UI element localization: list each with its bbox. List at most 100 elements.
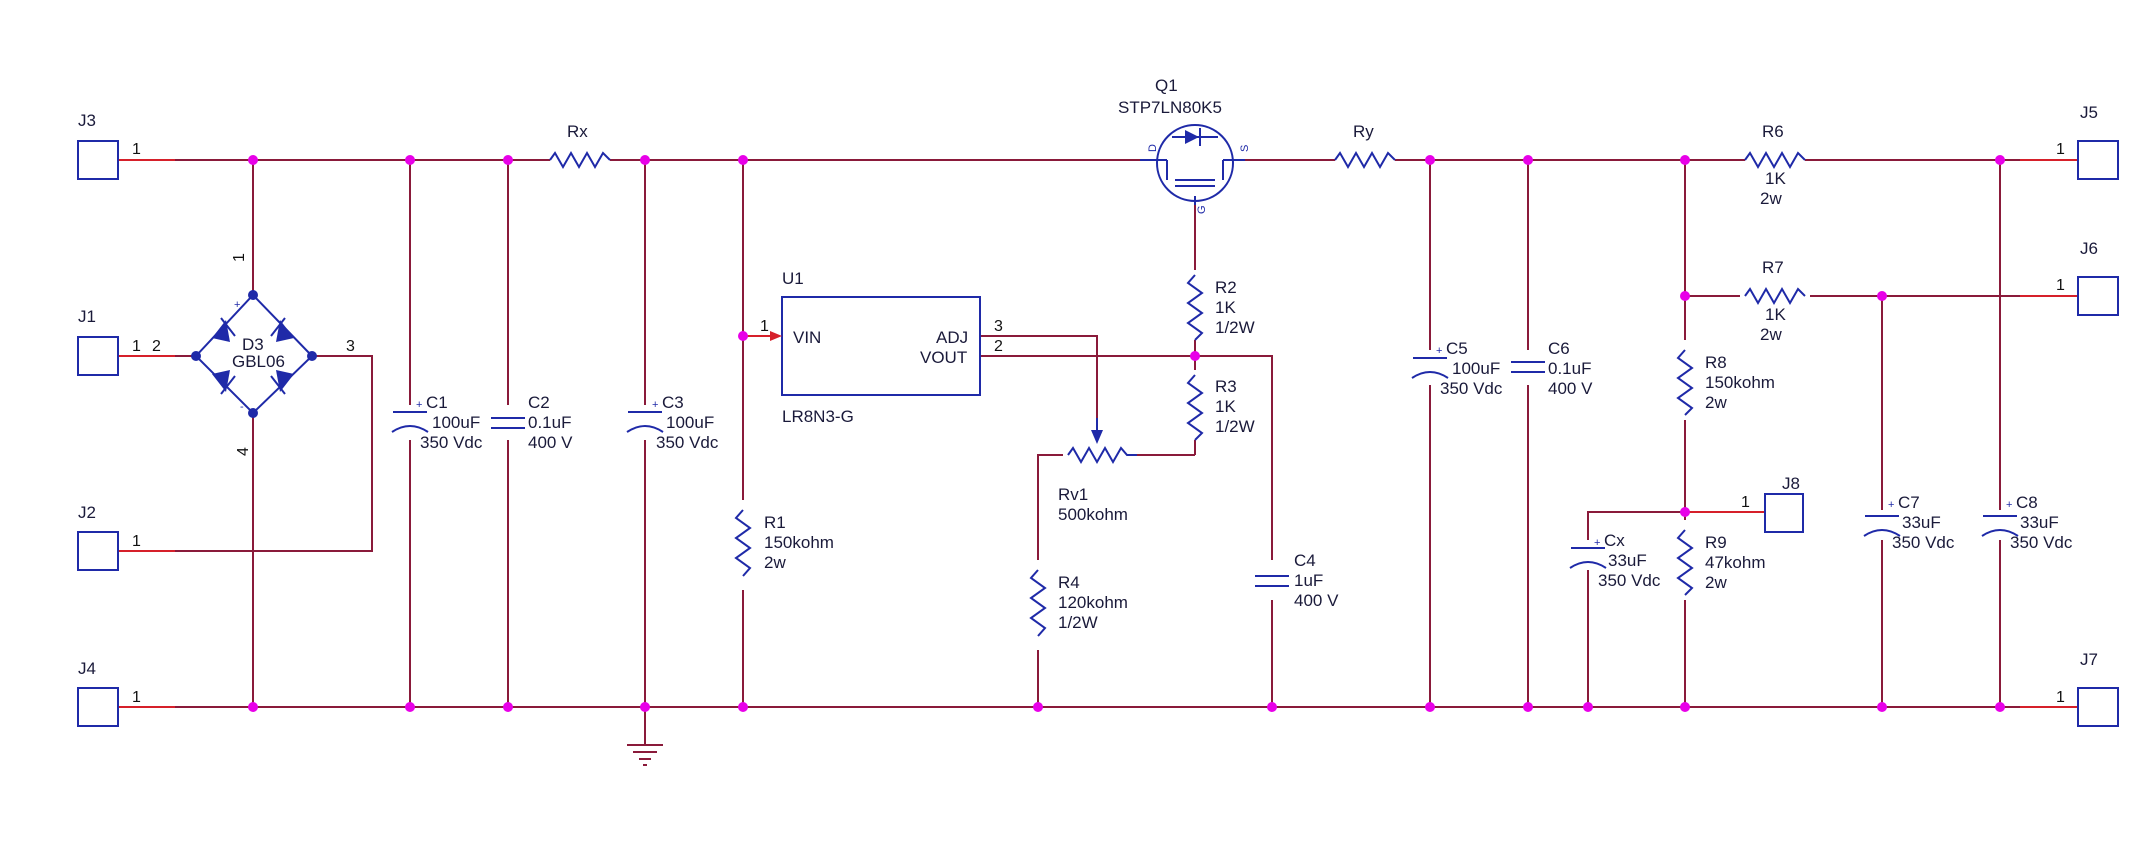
svg-text:47kohm: 47kohm (1705, 553, 1765, 572)
svg-text:33uF: 33uF (1902, 513, 1941, 532)
svg-text:1: 1 (2056, 277, 2065, 294)
junction-dot (1033, 702, 1043, 712)
connector-J8[interactable]: J8 1 (1741, 474, 1804, 533)
capacitor-Cx[interactable]: + Cx 33uF 350 Vdc (1569, 531, 1661, 590)
junction-dot (1680, 155, 1690, 165)
connector-J5[interactable]: J5 1 (2056, 103, 2119, 180)
svg-text:1uF: 1uF (1294, 571, 1323, 590)
svg-text:-: - (240, 401, 244, 413)
capacitor-C2[interactable]: C2 0.1uF 400 V (491, 393, 573, 452)
junction-dot (503, 155, 513, 165)
capacitor-C5[interactable]: + C5 100uF 350 Vdc (1411, 339, 1503, 398)
svg-text:4: 4 (235, 447, 252, 456)
junction-dot (1523, 155, 1533, 165)
svg-text:100uF: 100uF (432, 413, 480, 432)
svg-text:1: 1 (132, 141, 141, 158)
svg-text:3: 3 (346, 338, 355, 355)
mosfet-Q1[interactable]: Q1 STP7LN80K5 D S G (1118, 76, 1251, 214)
svg-text:J4: J4 (78, 659, 96, 678)
svg-text:1K: 1K (1765, 305, 1786, 324)
svg-text:R2: R2 (1215, 278, 1237, 297)
resistor-R4[interactable]: R4 120kohm 1/2W (1029, 569, 1128, 637)
svg-text:2w: 2w (1705, 573, 1727, 592)
connector-J7[interactable]: J7 1 (2056, 650, 2119, 727)
svg-text:+: + (1594, 537, 1600, 549)
svg-text:Cx: Cx (1604, 531, 1625, 550)
resistor-Rx[interactable]: Rx (549, 122, 611, 170)
svg-text:3: 3 (994, 318, 1003, 335)
svg-text:+: + (652, 399, 658, 411)
junction-dot (405, 702, 415, 712)
connector-J2[interactable]: J2 1 (77, 503, 141, 571)
potentiometer-Rv1[interactable]: Rv1 500kohm (1058, 418, 1137, 524)
svg-text:1: 1 (132, 533, 141, 550)
bridge-rectifier-D3[interactable]: D3 GBL06 1 2 3 4 + - (152, 253, 355, 456)
junction-dot (1583, 702, 1593, 712)
svg-text:VOUT: VOUT (920, 348, 967, 367)
svg-text:350 Vdc: 350 Vdc (420, 433, 483, 452)
junction-dot (640, 155, 650, 165)
capacitor-C8[interactable]: + C8 33uF 350 Vdc (1981, 493, 2073, 552)
svg-text:0.1uF: 0.1uF (528, 413, 571, 432)
svg-text:ADJ: ADJ (936, 328, 968, 347)
svg-text:2: 2 (152, 338, 161, 355)
svg-text:Rv1: Rv1 (1058, 485, 1088, 504)
capacitor-C6[interactable]: C6 0.1uF 400 V (1511, 339, 1593, 398)
svg-text:1: 1 (132, 689, 141, 706)
svg-text:J7: J7 (2080, 650, 2098, 669)
capacitor-C1[interactable]: + C1 100uF 350 Vdc (391, 393, 483, 452)
junction-dot (1267, 702, 1277, 712)
junction-dot (1995, 155, 2005, 165)
svg-text:350 Vdc: 350 Vdc (656, 433, 719, 452)
svg-text:400 V: 400 V (528, 433, 573, 452)
resistor-R8[interactable]: R8 150kohm 2w (1676, 349, 1775, 416)
connector-J6[interactable]: J6 1 (2056, 239, 2119, 316)
svg-text:+: + (234, 299, 240, 311)
connector-J3[interactable]: J3 1 (77, 111, 141, 180)
resistor-R2[interactable]: R2 1K 1/2W (1186, 274, 1255, 341)
svg-text:1/2W: 1/2W (1058, 613, 1098, 632)
resistor-Ry[interactable]: Ry (1334, 122, 1396, 170)
svg-text:400 V: 400 V (1294, 591, 1339, 610)
capacitor-C7[interactable]: + C7 33uF 350 Vdc (1863, 493, 1955, 552)
resistor-R1[interactable]: R1 150kohm 2w (734, 509, 834, 577)
svg-text:350 Vdc: 350 Vdc (1892, 533, 1955, 552)
svg-text:J3: J3 (78, 111, 96, 130)
svg-text:VIN: VIN (793, 328, 821, 347)
svg-text:1K: 1K (1215, 397, 1236, 416)
capacitor-C4[interactable]: C4 1uF 400 V (1255, 551, 1339, 610)
svg-text:+: + (1436, 345, 1442, 357)
svg-text:150kohm: 150kohm (1705, 373, 1775, 392)
regulator-U1[interactable]: U1 LR8N3-G VIN ADJ VOUT 1 3 2 (760, 269, 1003, 426)
svg-text:R7: R7 (1762, 258, 1784, 277)
svg-text:120kohm: 120kohm (1058, 593, 1128, 612)
junction-dot (1680, 291, 1690, 301)
capacitor-C3[interactable]: + C3 100uF 350 Vdc (626, 393, 719, 452)
svg-text:500kohm: 500kohm (1058, 505, 1128, 524)
junction-dot (1425, 155, 1435, 165)
svg-text:C6: C6 (1548, 339, 1570, 358)
svg-text:R9: R9 (1705, 533, 1727, 552)
svg-text:+: + (2006, 499, 2012, 511)
svg-text:J8: J8 (1782, 474, 1800, 493)
junction-dot (1190, 351, 1200, 361)
junction-dot (738, 331, 748, 341)
svg-text:STP7LN80K5: STP7LN80K5 (1118, 98, 1222, 117)
svg-text:100uF: 100uF (1452, 359, 1500, 378)
svg-text:D: D (1147, 144, 1159, 152)
junction-dot (738, 155, 748, 165)
svg-text:1: 1 (132, 338, 141, 355)
svg-text:1: 1 (1741, 494, 1750, 511)
resistor-R6[interactable]: R6 1K 2w (1744, 122, 1806, 208)
connector-J4[interactable]: J4 1 (77, 659, 141, 727)
connector-J1[interactable]: J1 1 (77, 307, 141, 376)
svg-text:Rx: Rx (567, 122, 588, 141)
svg-text:400 V: 400 V (1548, 379, 1593, 398)
svg-text:33uF: 33uF (2020, 513, 2059, 532)
svg-text:C1: C1 (426, 393, 448, 412)
resistor-R9[interactable]: R9 47kohm 2w (1676, 529, 1765, 596)
resistor-R3[interactable]: R3 1K 1/2W (1186, 374, 1255, 441)
svg-text:33uF: 33uF (1608, 551, 1647, 570)
resistor-R7[interactable]: R7 1K 2w (1744, 258, 1806, 344)
svg-text:G: G (1196, 205, 1208, 214)
